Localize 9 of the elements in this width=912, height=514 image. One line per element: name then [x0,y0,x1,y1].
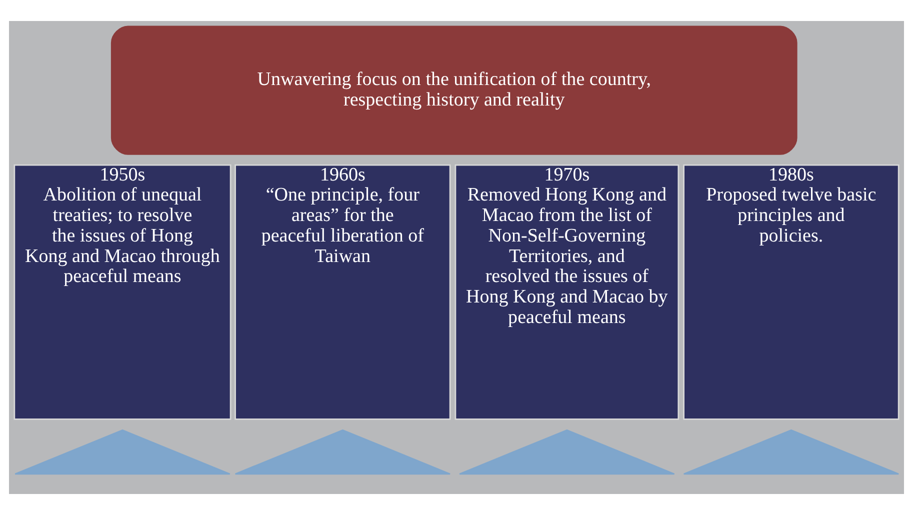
node-box: 1970s Removed Hong Kong and Macao from the list of Non-Self-Governing Territories, and resolved the issues of Hong Kong and Macao by peaceful means [454,164,679,420]
node-triangle [458,428,674,474]
node-box: 1980s Proposed twelve basic principles and policies. [682,164,899,420]
node-box: 1960s “One principle, four areas” for the peaceful liberation of Taiwan [234,164,450,420]
node-triangle [234,428,450,474]
node-box: Unwavering focus on the unification of the country, respecting history and reality [110,25,797,154]
node-triangle [14,428,230,474]
node-box: 1950s Abolition of unequal treaties; to resolve the issues of Hong Kong and Macao through peaceful means [13,164,231,420]
node-triangle [682,428,899,474]
